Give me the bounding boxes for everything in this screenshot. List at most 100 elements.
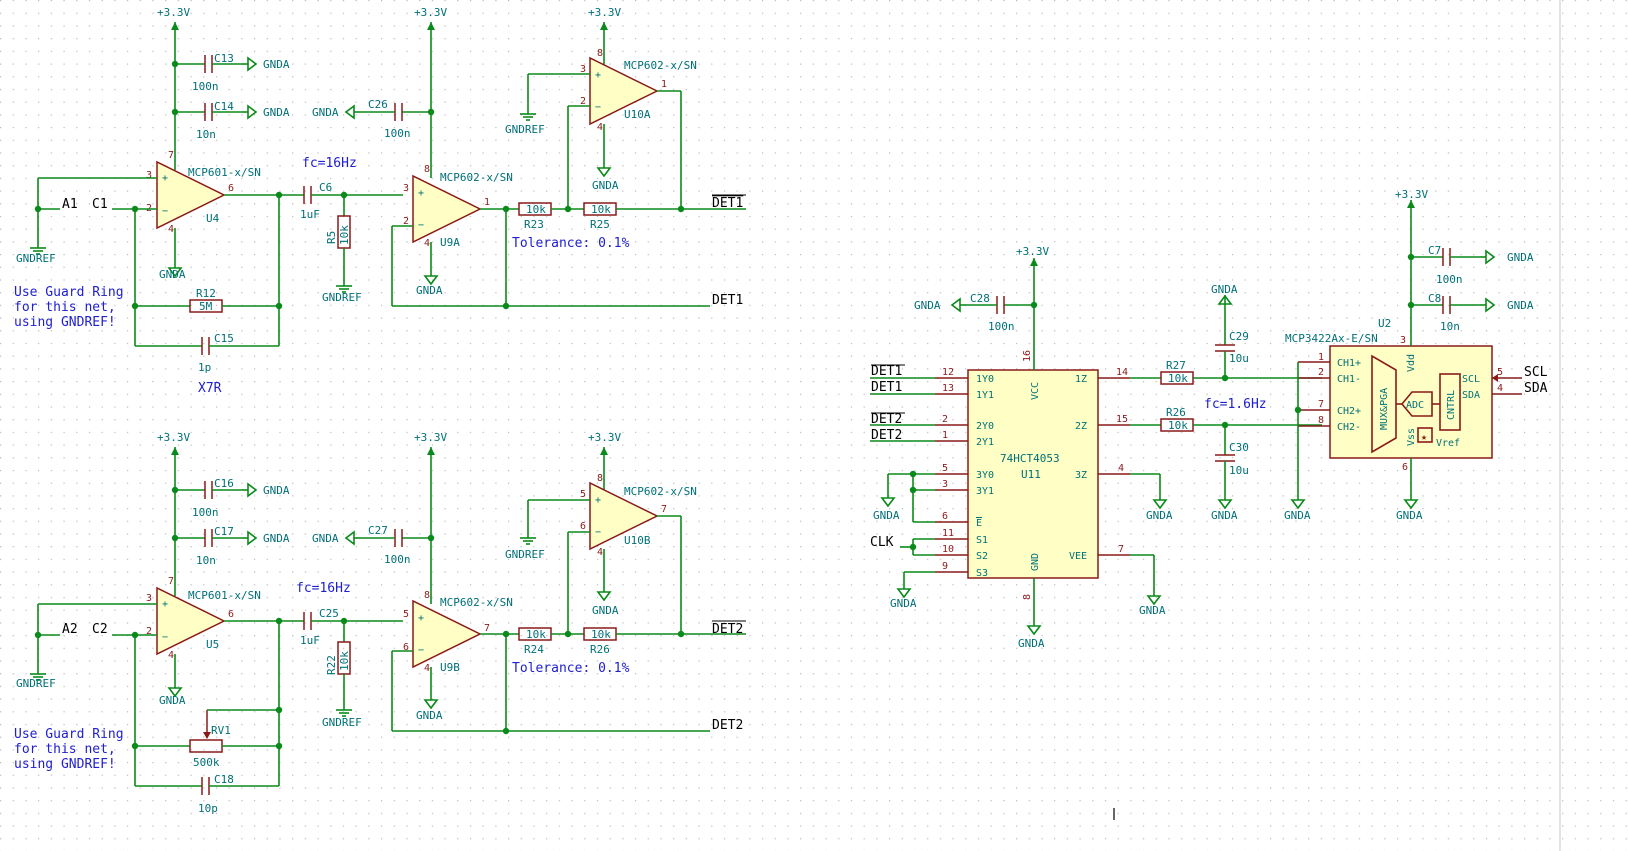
svg-text:1: 1 <box>1318 352 1324 363</box>
net-scl: SCL <box>1524 365 1548 380</box>
svg-text:2: 2 <box>146 626 152 637</box>
note-x7r: X7R <box>198 381 222 396</box>
svg-text:Vref: Vref <box>1436 438 1460 449</box>
gndref-label-r5: GNDREF <box>322 291 362 304</box>
svg-text:6: 6 <box>1402 462 1408 473</box>
u4-part: MCP601-x/SN <box>188 166 261 179</box>
gndref-label-r22: GNDREF <box>322 716 362 729</box>
net-det2-bar-u11: DET2 <box>871 412 902 427</box>
c16-val: 100n <box>192 506 219 519</box>
svg-text:−: − <box>595 102 601 113</box>
u2-adc: U2 MCP3422Ax-E/SN 1 2 7 8 CH1+ CH1- CH2+… <box>1284 188 1548 522</box>
svg-text:7: 7 <box>1118 544 1124 555</box>
svg-text:Vss: Vss <box>1406 428 1417 446</box>
net-det2-bar: DET2 <box>712 622 743 637</box>
vcc-label-u5: +3.3V <box>157 431 190 444</box>
svg-text:6: 6 <box>228 609 234 620</box>
gnda-label-c29: GNDA <box>1211 283 1238 296</box>
svg-text:3: 3 <box>1400 335 1406 346</box>
svg-text:2: 2 <box>403 216 409 227</box>
gnda-label-u11: GNDA <box>1018 637 1045 650</box>
guard-note-1-line3: using GNDREF! <box>14 315 116 330</box>
vcc-label-u4: +3.3V <box>157 6 190 19</box>
r23-val: 10k <box>526 203 546 216</box>
gnda-label-c8: GNDA <box>1507 299 1534 312</box>
svg-text:Vdd: Vdd <box>1406 354 1417 372</box>
r25-ref: R25 <box>590 218 610 231</box>
u10a-opamp-symbol <box>589 56 659 126</box>
gnda-label-u2-vss: GNDA <box>1396 509 1423 522</box>
svg-text:+: + <box>418 613 424 624</box>
svg-text:+: + <box>418 188 424 199</box>
guard-note-2-line1: Use Guard Ring <box>14 727 124 742</box>
svg-text:ADC: ADC <box>1406 400 1424 411</box>
gnda-label-u10a: GNDA <box>592 179 619 192</box>
svg-text:3Y1: 3Y1 <box>976 486 994 497</box>
u5-ref: U5 <box>206 638 219 651</box>
guard-note-2-line3: using GNDREF! <box>14 757 116 772</box>
net-det1: DET1 <box>712 293 743 308</box>
note-fc-3: fc=1.6Hz <box>1204 397 1267 412</box>
gnda-label-c28: GNDA <box>914 299 941 312</box>
net-sda: SDA <box>1524 381 1548 396</box>
svg-text:4: 4 <box>424 238 430 249</box>
gnda-label-c17: GNDA <box>263 532 290 545</box>
rv1-ref: RV1 <box>211 724 231 737</box>
svg-text:1Y0: 1Y0 <box>976 374 994 385</box>
gnda-label-u4: GNDA <box>159 268 186 281</box>
svg-text:8: 8 <box>424 590 430 601</box>
svg-text:VCC: VCC <box>1030 382 1041 400</box>
gnda-label-c16: GNDA <box>263 484 290 497</box>
svg-text:2Y0: 2Y0 <box>976 421 994 432</box>
r27-ref: R27 <box>1166 359 1186 372</box>
c26-val: 100n <box>384 127 411 140</box>
svg-text:+: + <box>162 599 168 610</box>
gnda-label-u5: GNDA <box>159 694 186 707</box>
r24-ref: R24 <box>524 643 544 656</box>
svg-text:CH1+: CH1+ <box>1337 358 1361 369</box>
gnda-label-u11-left: GNDA <box>873 509 900 522</box>
u4-opamp-symbol <box>156 160 226 230</box>
guard-note-1-line2: for this net, <box>14 300 116 315</box>
net-c1: C1 <box>92 197 108 212</box>
net-a1: A1 <box>62 197 78 212</box>
c7-val: 100n <box>1436 273 1463 286</box>
gnda-label-c30: GNDA <box>1211 509 1238 522</box>
svg-text:+: + <box>595 495 601 506</box>
gnda-label-c27: GNDA <box>312 532 339 545</box>
c7-ref: C7 <box>1428 244 1441 257</box>
net-det2: DET2 <box>712 718 743 733</box>
c17-ref: C17 <box>214 525 234 538</box>
u2-ctrl-block <box>1439 373 1461 431</box>
c27-ref: C27 <box>368 524 388 537</box>
c26-ref: C26 <box>368 98 388 111</box>
c6-ref: C6 <box>319 181 332 194</box>
c29-val: 10u <box>1229 352 1249 365</box>
net-clk: CLK <box>870 535 894 550</box>
svg-text:2Z: 2Z <box>1075 421 1087 432</box>
svg-text:2Y1: 2Y1 <box>976 437 994 448</box>
svg-text:−: − <box>595 527 601 538</box>
svg-text:−: − <box>418 645 424 656</box>
svg-text:3: 3 <box>146 593 152 604</box>
r23-ref: R23 <box>524 218 544 231</box>
svg-text:4: 4 <box>168 224 174 235</box>
svg-text:7: 7 <box>168 576 174 587</box>
u10b-ref: U10B <box>624 534 651 547</box>
r12-ref: R12 <box>196 287 216 300</box>
u9a-part: MCP602-x/SN <box>440 171 513 184</box>
r25-val: 10k <box>591 203 611 216</box>
r28-ref: R26 <box>1166 406 1186 419</box>
note-fc-2: fc=16Hz <box>296 581 351 596</box>
svg-text:4: 4 <box>1497 383 1503 394</box>
u9b-part: MCP602-x/SN <box>440 596 513 609</box>
r28-val: 10k <box>1168 419 1188 432</box>
channel-2: +3.3V C16 100n GNDA C17 10n GNDA + − 3 2… <box>14 431 746 815</box>
r26-val: 10k <box>591 628 611 641</box>
svg-text:GND: GND <box>1030 553 1041 571</box>
svg-text:15: 15 <box>1116 414 1128 425</box>
svg-text:5: 5 <box>942 463 948 474</box>
c13-ref: C13 <box>214 52 234 65</box>
u4-ref: U4 <box>206 212 220 225</box>
